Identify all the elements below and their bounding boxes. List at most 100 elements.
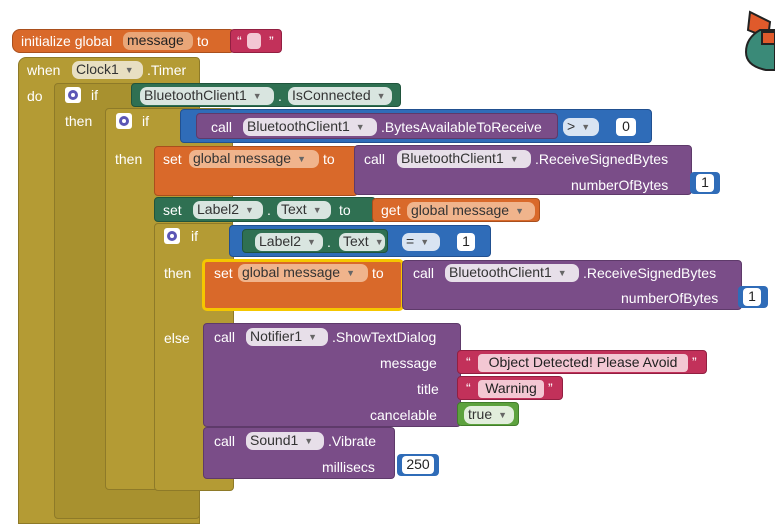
chevron-down-icon: ▼ (376, 91, 386, 101)
set-global-message-block-1[interactable]: set global message▼ to (154, 146, 358, 196)
title-text-field[interactable]: Warning (478, 380, 544, 398)
number-one-field[interactable]: 1 (696, 174, 714, 192)
title-text-block[interactable]: “ Warning ” (457, 376, 563, 400)
boolean-text: true (468, 406, 493, 422)
empty-text-block[interactable]: “ ” (230, 29, 282, 53)
bluetooth-component-dropdown[interactable]: BluetoothClient1▼ (140, 87, 274, 105)
set-label-text-block[interactable]: set Label2▼ . Text▼ to (154, 197, 376, 222)
isconnected-getter-block[interactable]: BluetoothClient1▼ . IsConnected ▼ (131, 83, 401, 107)
chevron-down-icon: ▼ (308, 332, 318, 342)
open-quote: “ (466, 354, 471, 370)
bluetooth-component-dropdown[interactable]: BluetoothClient1▼ (445, 264, 579, 282)
vibrate-method: .Vibrate (328, 433, 376, 449)
chevron-down-icon: ▼ (420, 237, 430, 247)
label2-text: Label2 (197, 201, 240, 217)
number-zero-field[interactable]: 0 (616, 118, 636, 136)
receive-signed-bytes-call-2[interactable]: call BluetoothClient1▼ .ReceiveSignedByt… (402, 260, 742, 310)
chevron-down-icon: ▼ (307, 237, 316, 247)
message-text-block[interactable]: “ Object Detected! Please Avoid ” (457, 350, 707, 374)
bt-component-text: BluetoothClient1 (449, 264, 552, 280)
number-of-bytes-label: numberOfBytes (621, 290, 719, 306)
text-property-dropdown[interactable]: Text▼ (277, 201, 331, 219)
global-var-dropdown[interactable]: global message▼ (407, 202, 535, 220)
init-keyword: initialize global (21, 33, 113, 49)
chevron-down-icon: ▼ (515, 206, 524, 216)
number-of-bytes-label: numberOfBytes (571, 177, 669, 193)
number-250-field[interactable]: 250 (402, 456, 434, 474)
then-keyword: then (65, 113, 93, 129)
chevron-down-icon: ▼ (252, 91, 262, 101)
gt-operator-dropdown[interactable]: >▼ (563, 118, 599, 136)
backpack-icon[interactable] (740, 8, 775, 80)
number-one-field[interactable]: 1 (743, 288, 761, 306)
dot-label: . (278, 88, 282, 104)
chevron-down-icon: ▼ (312, 205, 322, 215)
chevron-down-icon: ▼ (374, 237, 384, 247)
initialize-global-block[interactable]: initialize global message to (12, 29, 234, 53)
dot-label: . (327, 234, 331, 250)
gear-icon[interactable] (65, 87, 81, 103)
bt-component-text: BluetoothClient1 (401, 150, 504, 166)
chevron-down-icon: ▼ (581, 122, 591, 132)
global-name-field[interactable]: message (123, 32, 193, 50)
label2-text: Label2 (259, 233, 302, 249)
number-one-block-1[interactable]: 1 (690, 172, 720, 194)
bytes-available-method: .BytesAvailableToReceive (381, 119, 542, 135)
message-text-field[interactable]: Object Detected! Please Avoid (478, 354, 688, 372)
close-quote: ” (269, 33, 274, 49)
bytes-available-call-block[interactable]: call BluetoothClient1▼ .BytesAvailableTo… (196, 113, 558, 139)
close-quote: ” (692, 354, 697, 370)
number-one-compare-block[interactable]: 1 (452, 231, 482, 253)
if-keyword: if (191, 228, 198, 244)
global-var-dropdown[interactable]: global message▼ (189, 150, 319, 168)
chevron-down-icon: ▼ (346, 268, 355, 278)
notifier-text: Notifier1 (250, 328, 303, 344)
isconnected-property-dropdown[interactable]: IsConnected ▼ (288, 87, 392, 105)
chevron-down-icon: ▼ (355, 122, 365, 132)
set-keyword: set (163, 202, 182, 218)
label2-component-dropdown[interactable]: Label2 ▼ (255, 233, 323, 251)
chevron-down-icon: ▼ (245, 205, 254, 215)
set-global-message-block-2[interactable]: set global message▼ to (202, 259, 404, 311)
global-var-text: global message (242, 264, 341, 280)
to-keyword: to (339, 202, 351, 218)
number-one-compare-field[interactable]: 1 (457, 233, 475, 251)
if-keyword: if (142, 113, 149, 129)
cancelable-boolean-block[interactable]: true▼ (457, 402, 519, 426)
set-keyword: set (163, 151, 182, 167)
chevron-down-icon: ▼ (297, 154, 306, 164)
number-one-block-2[interactable]: 1 (738, 286, 768, 308)
vibrate-call-block[interactable]: call Sound1▼ .Vibrate millisecs (203, 427, 395, 479)
bluetooth-component-dropdown[interactable]: BluetoothClient1 ▼ (397, 150, 531, 168)
gear-icon[interactable] (164, 228, 180, 244)
boolean-dropdown[interactable]: true▼ (464, 406, 514, 424)
if-keyword: if (91, 87, 98, 103)
bluetooth-component-dropdown[interactable]: BluetoothClient1▼ (243, 118, 377, 136)
else-keyword: else (164, 330, 190, 346)
gear-icon[interactable] (116, 113, 132, 129)
receive-signed-bytes-call-1[interactable]: call BluetoothClient1▼ .ReceiveSignedByt… (354, 145, 692, 195)
sound-component-dropdown[interactable]: Sound1▼ (246, 432, 324, 450)
call-keyword: call (211, 119, 233, 135)
then-keyword: then (164, 265, 192, 281)
init-to-label: to (197, 33, 209, 49)
eq-operator-dropdown[interactable]: =▼ (402, 233, 440, 251)
global-var-dropdown[interactable]: global message ▼ (238, 264, 368, 282)
chevron-down-icon: ▼ (509, 154, 519, 164)
show-text-dialog-method: .ShowTextDialog (332, 329, 437, 345)
label2-component-dropdown[interactable]: Label2 ▼ (193, 201, 263, 219)
timer-event-label: .Timer (147, 62, 187, 78)
receive-signed-bytes-method: .ReceiveSignedBytes (535, 151, 669, 167)
label-text-getter-block[interactable]: Label2 ▼ . Text▼ (242, 229, 388, 253)
number-zero-block[interactable]: 0 (610, 116, 640, 138)
set-keyword: set (214, 265, 233, 281)
number-250-block[interactable]: 250 (397, 454, 439, 476)
isconnected-text: IsConnected (292, 87, 371, 103)
eq-operator-text: = (406, 233, 415, 249)
empty-text-field[interactable] (247, 33, 261, 49)
get-global-message-block[interactable]: get global message▼ (372, 198, 540, 222)
notifier-component-dropdown[interactable]: Notifier1 ▼ (246, 328, 328, 346)
clock-component-dropdown[interactable]: Clock1▼ (72, 61, 143, 79)
show-text-dialog-block[interactable]: call Notifier1▼ .ShowTextDialog message … (203, 323, 461, 427)
text-property-dropdown[interactable]: Text▼ (339, 233, 385, 251)
